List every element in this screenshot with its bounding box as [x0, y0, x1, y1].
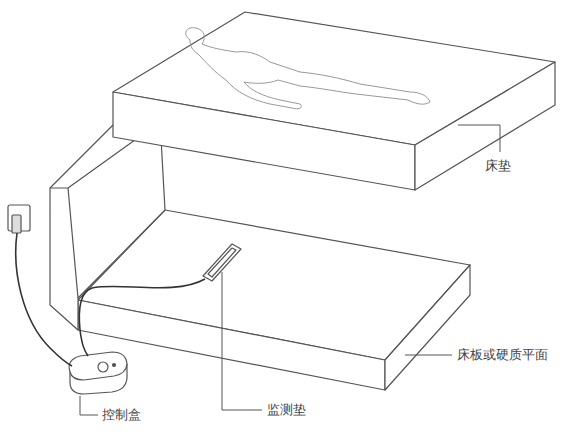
- bed-board-side: [385, 265, 470, 390]
- leader-line: [458, 125, 500, 152]
- indicator: [113, 364, 116, 367]
- plug: [12, 215, 21, 233]
- part-label: 床板或硬质平面: [456, 347, 549, 363]
- pad-cable: [79, 279, 205, 356]
- power-cable: [16, 233, 72, 366]
- leader-line: [222, 272, 262, 410]
- mattress-front: [113, 92, 415, 190]
- mattress-side: [415, 62, 555, 190]
- control-box: [69, 352, 127, 394]
- headboard-edge: [68, 188, 78, 298]
- part-label: 控制盒: [101, 407, 142, 423]
- part-label: 监测垫: [266, 402, 307, 418]
- part-label: 床垫: [484, 158, 512, 174]
- control-button: [98, 362, 108, 372]
- leader-line: [80, 396, 98, 415]
- human-silhouette: [186, 28, 430, 109]
- headboard: [50, 120, 165, 330]
- leader-line: [405, 355, 452, 356]
